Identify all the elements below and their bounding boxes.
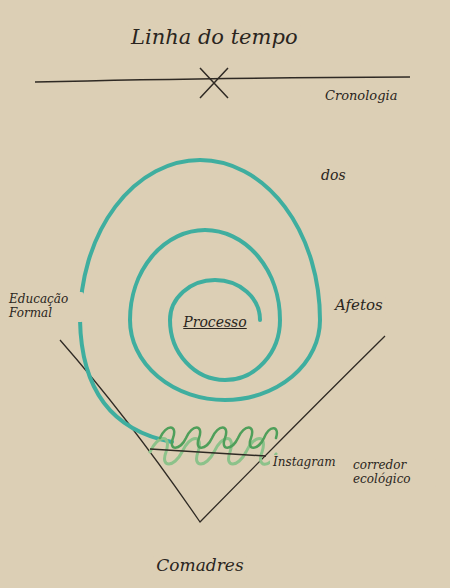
process-label: Processo (180, 313, 249, 331)
comadres-label: Comadres (153, 555, 246, 577)
instagram-line (150, 449, 266, 456)
timeline-title: Linha do tempo (128, 24, 301, 50)
scribble-light (150, 439, 276, 465)
cone-lines (60, 336, 385, 522)
affects-label: Afetos (332, 296, 386, 315)
scribble-dark (160, 428, 277, 448)
word-label: dos (318, 166, 349, 184)
time-line (35, 77, 410, 82)
chronology-label: Cronologia (322, 88, 400, 105)
instagram-label: Instagram (270, 455, 339, 471)
spiral (80, 160, 320, 442)
cross-mark (200, 68, 228, 98)
ecological-corridor-label: corredor ecológico (350, 458, 436, 488)
formal-education-label: Educação Formal (6, 292, 84, 322)
